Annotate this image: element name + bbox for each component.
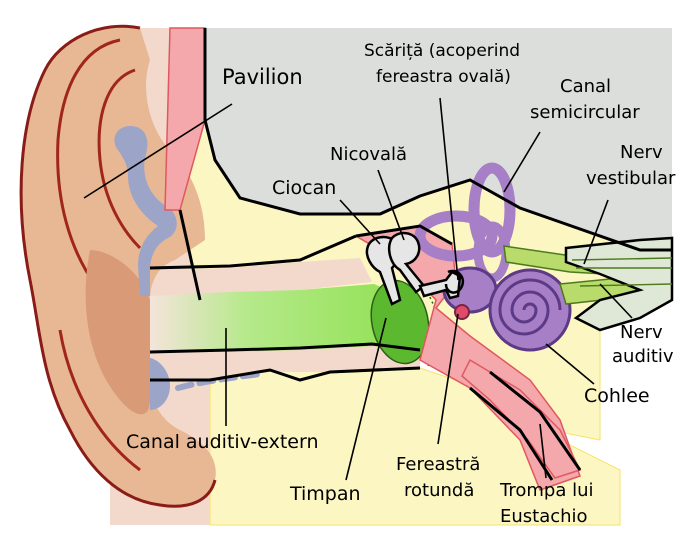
helix-inner xyxy=(56,38,121,287)
outline-bone-left xyxy=(178,209,202,301)
outline-skull-top xyxy=(203,28,672,252)
leader-nerv-auditiv xyxy=(599,283,633,319)
eustachian-tube xyxy=(461,358,582,479)
label-nerv-vestibular-line1: Nerv xyxy=(620,142,663,163)
cochlea-spiral xyxy=(498,278,562,336)
antihelix xyxy=(97,68,142,250)
skull-region xyxy=(205,28,672,250)
label-nerv-auditiv-line2: auditiv xyxy=(612,346,674,367)
cochlea-outer xyxy=(488,268,572,352)
ear-canal xyxy=(150,284,430,352)
leader-fereastra-rotunda xyxy=(437,313,459,445)
label-fereastra-rotunda-line2: rotundă xyxy=(404,480,474,501)
label-nerv-vestibular-line2: vestibular xyxy=(586,168,676,189)
eustachian-tube-outline-2 xyxy=(469,386,554,481)
leader-cohlee xyxy=(545,343,595,385)
label-scarita-line1: Scăriță (acoperind xyxy=(364,41,520,61)
leader-nicovala xyxy=(377,169,405,241)
leader-nerv-vestibular xyxy=(583,199,609,265)
nerve-fibers xyxy=(571,257,673,287)
pinna-outline xyxy=(19,24,217,508)
nerve-sheath xyxy=(564,236,674,332)
cartilage-lower xyxy=(150,358,170,410)
label-trompa-line1: Trompa lui xyxy=(499,480,594,501)
label-ciocan: Ciocan xyxy=(272,177,336,199)
semicircular-canal-1 xyxy=(468,162,516,258)
label-canal-semicircular-line2: semicircular xyxy=(530,102,640,123)
label-pavilion: Pavilion xyxy=(222,65,303,89)
label-timpan: Timpan xyxy=(289,483,361,505)
canal-upper-skin xyxy=(150,258,372,298)
label-canal-auditiv-extern: Canal auditiv-extern xyxy=(126,431,319,453)
concha-shade xyxy=(85,250,150,415)
label-nicovala: Nicovală xyxy=(330,144,407,165)
outline-canal-bottom xyxy=(149,342,421,354)
outline-canal-lower-wall xyxy=(150,366,421,382)
label-trompa-line2: Eustachio xyxy=(500,506,588,527)
eustachian-tube-outline xyxy=(489,370,582,471)
leader-timpan xyxy=(345,317,387,481)
leader-pavilion xyxy=(83,103,233,199)
label-scarita-line2: fereastra ovală) xyxy=(376,67,511,87)
leader-trompa xyxy=(539,423,547,479)
leader-ciocan xyxy=(339,199,381,245)
label-fereastra-rotunda-line1: Fereastră xyxy=(396,454,480,475)
leader-canal-semicircular xyxy=(503,131,541,193)
incus xyxy=(388,231,426,294)
leader-scarita xyxy=(439,97,459,281)
outline-middle-ear xyxy=(355,224,453,246)
label-nerv-auditiv-line1: Nerv xyxy=(620,322,663,343)
upper-pink-strip xyxy=(164,27,206,211)
lobe-line xyxy=(58,329,141,472)
outline-canal-top xyxy=(149,234,357,270)
label-cohlee: Cohlee xyxy=(584,385,650,407)
stapes-loop xyxy=(444,269,465,294)
label-canal-semicircular-line1: Canal xyxy=(560,76,611,97)
